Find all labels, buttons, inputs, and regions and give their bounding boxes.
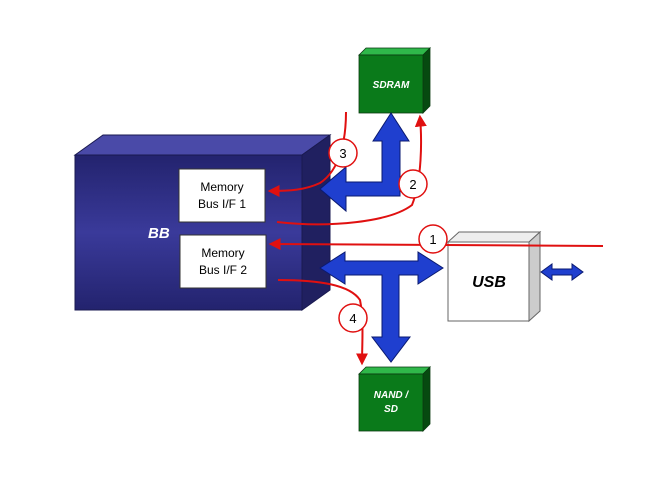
path-3-number: 3 (339, 146, 346, 161)
nand-label-line2: SD (384, 404, 398, 415)
sdram-block: SDRAM (358, 47, 431, 114)
bb-label: BB (148, 225, 170, 242)
nand-sd-block: NAND / SD (358, 366, 431, 432)
path-1-marker: 1 (418, 224, 448, 254)
if2-line2: Bus I/F 2 (199, 263, 247, 277)
path-2-line (276, 114, 427, 226)
sdram-label: SDRAM (373, 80, 410, 91)
path-3-marker: 3 (328, 138, 358, 168)
path-4-number: 4 (349, 311, 356, 326)
path-4-line (277, 279, 369, 366)
if2-line1: Memory (201, 246, 244, 260)
nand-label-line1: NAND / (374, 390, 410, 401)
usb-nand-bus-arrow (319, 251, 444, 363)
memory-bus-if2: Memory Bus I/F 2 (179, 234, 267, 289)
path-2-number: 2 (409, 177, 416, 192)
memory-bus-if1: Memory Bus I/F 1 (178, 168, 266, 223)
path-3-line (267, 111, 347, 197)
if1-line1: Memory (200, 180, 243, 194)
sdram-bus-arrow (319, 112, 410, 213)
path-4-marker: 4 (338, 303, 368, 333)
path-2-marker: 2 (398, 169, 428, 199)
usb-external-arrow (540, 263, 584, 281)
path-1-number: 1 (429, 232, 436, 247)
usb-label: USB (472, 274, 506, 291)
usb-block: USB (446, 230, 542, 323)
if1-line2: Bus I/F 1 (198, 197, 246, 211)
